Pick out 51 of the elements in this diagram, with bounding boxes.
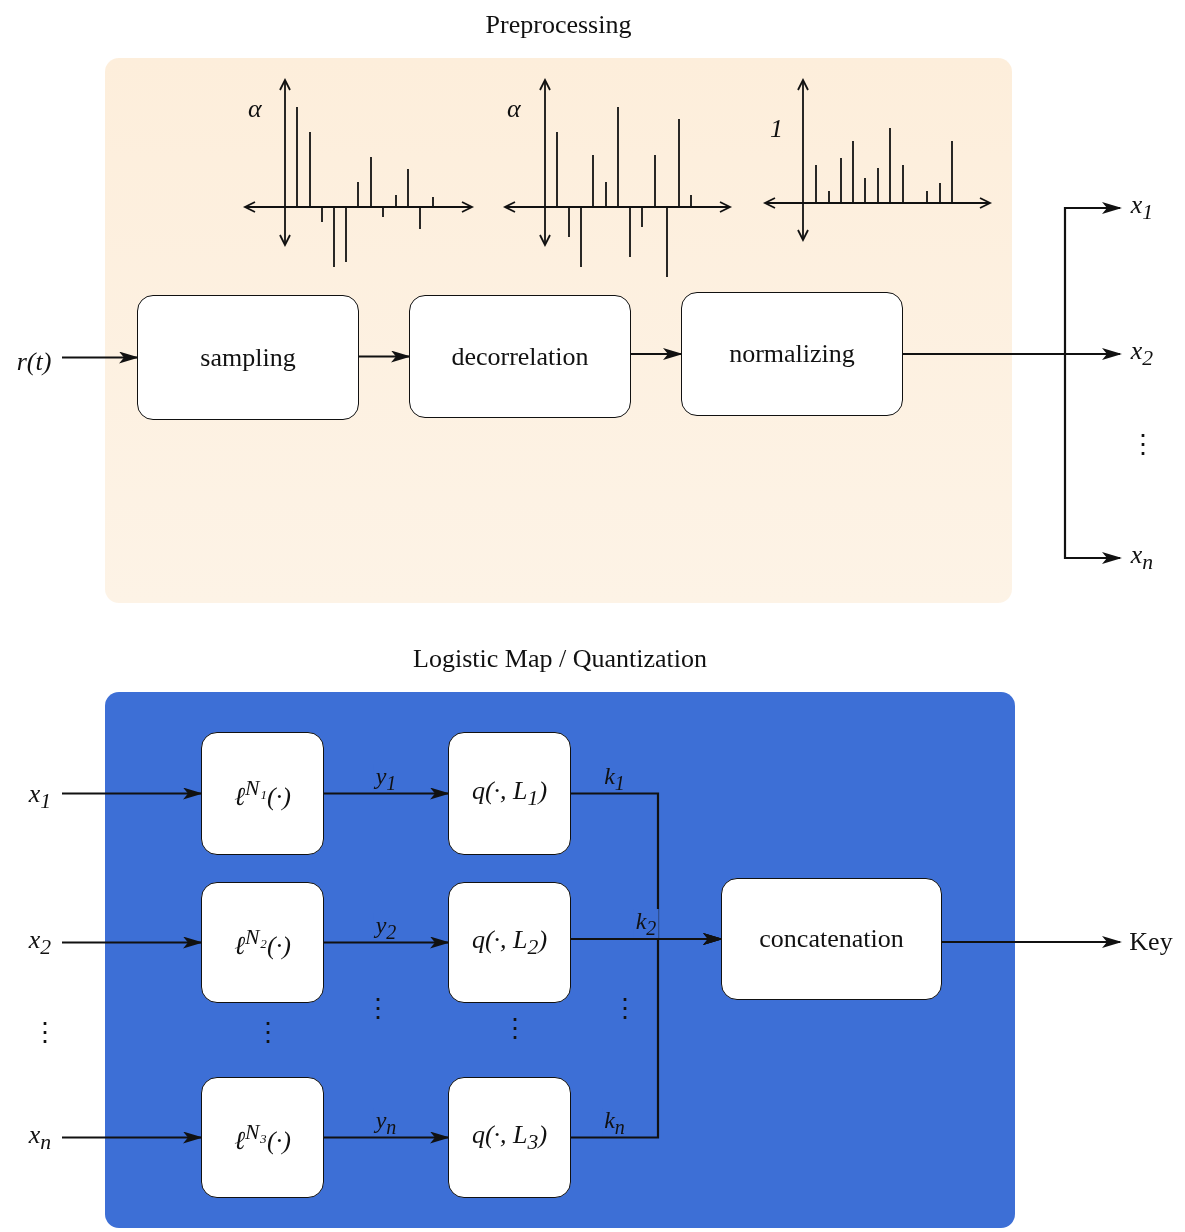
box-label: q(·, L$_{1}$) (471, 775, 548, 812)
box-label: sampling (200, 342, 296, 373)
arrow (324, 1131, 450, 1144)
arrow (359, 350, 411, 363)
process-box (201, 732, 324, 855)
signal-label: x$_{2}$ (1120, 338, 1164, 370)
process-box (681, 292, 903, 416)
process-box (448, 1077, 571, 1198)
box-label: normalizing (729, 339, 855, 369)
signal-label: x$_{1}$ (1120, 192, 1164, 224)
signal-label: x$_{n}$ (1120, 542, 1164, 574)
process-box (448, 882, 571, 1003)
signal-label: x$_{2}$ (18, 926, 62, 960)
ellipsis-dots: ⋮ (32, 1020, 58, 1046)
arrow (324, 936, 450, 949)
ellipsis-dots: ⋮ (612, 996, 638, 1022)
arrow (571, 933, 723, 1139)
box-label: ℓ$^{N₂}$(·) (234, 924, 291, 961)
signal-label: Key (1120, 925, 1182, 959)
ellipsis-dots: ⋮ (502, 1016, 528, 1042)
signal-label: x$_{n}$ (18, 1121, 62, 1155)
box-label: q(·, L$_{2}$) (471, 924, 548, 961)
box-label: decorrelation (451, 341, 589, 372)
arrow (62, 1131, 203, 1144)
process-box (721, 878, 942, 1000)
box-label: q(·, L$_{3}$) (471, 1119, 548, 1156)
arrow (942, 936, 1122, 948)
axis-label: α (507, 96, 521, 122)
arrow (62, 787, 203, 800)
process-box (137, 295, 359, 420)
ellipsis-dots: ⋮ (255, 1020, 281, 1046)
box-label: concatenation (759, 924, 904, 954)
ellipsis-dots: ⋮ (365, 996, 391, 1022)
panel-title: Logistic Map / Quantization (412, 644, 708, 674)
panel-title: Preprocessing (484, 10, 633, 40)
arrow (324, 787, 450, 800)
box-label: ℓ$^{N₃}$(·) (234, 1119, 291, 1156)
axis-label: α (248, 96, 262, 122)
process-box (409, 295, 631, 418)
process-box (448, 732, 571, 855)
ellipsis-dots: ⋮ (1130, 432, 1156, 458)
signal-label: r(t) (6, 345, 62, 379)
process-box (201, 1077, 324, 1198)
arrow (62, 351, 139, 364)
process-box (201, 882, 324, 1003)
signal-label: x$_{1}$ (18, 780, 62, 814)
arrow (631, 348, 683, 360)
arrow (62, 936, 203, 949)
edge-label: k$_{2}$ (633, 909, 659, 938)
axis-label: 1 (770, 116, 783, 142)
box-label: ℓ$^{N₁}$(·) (234, 775, 291, 812)
